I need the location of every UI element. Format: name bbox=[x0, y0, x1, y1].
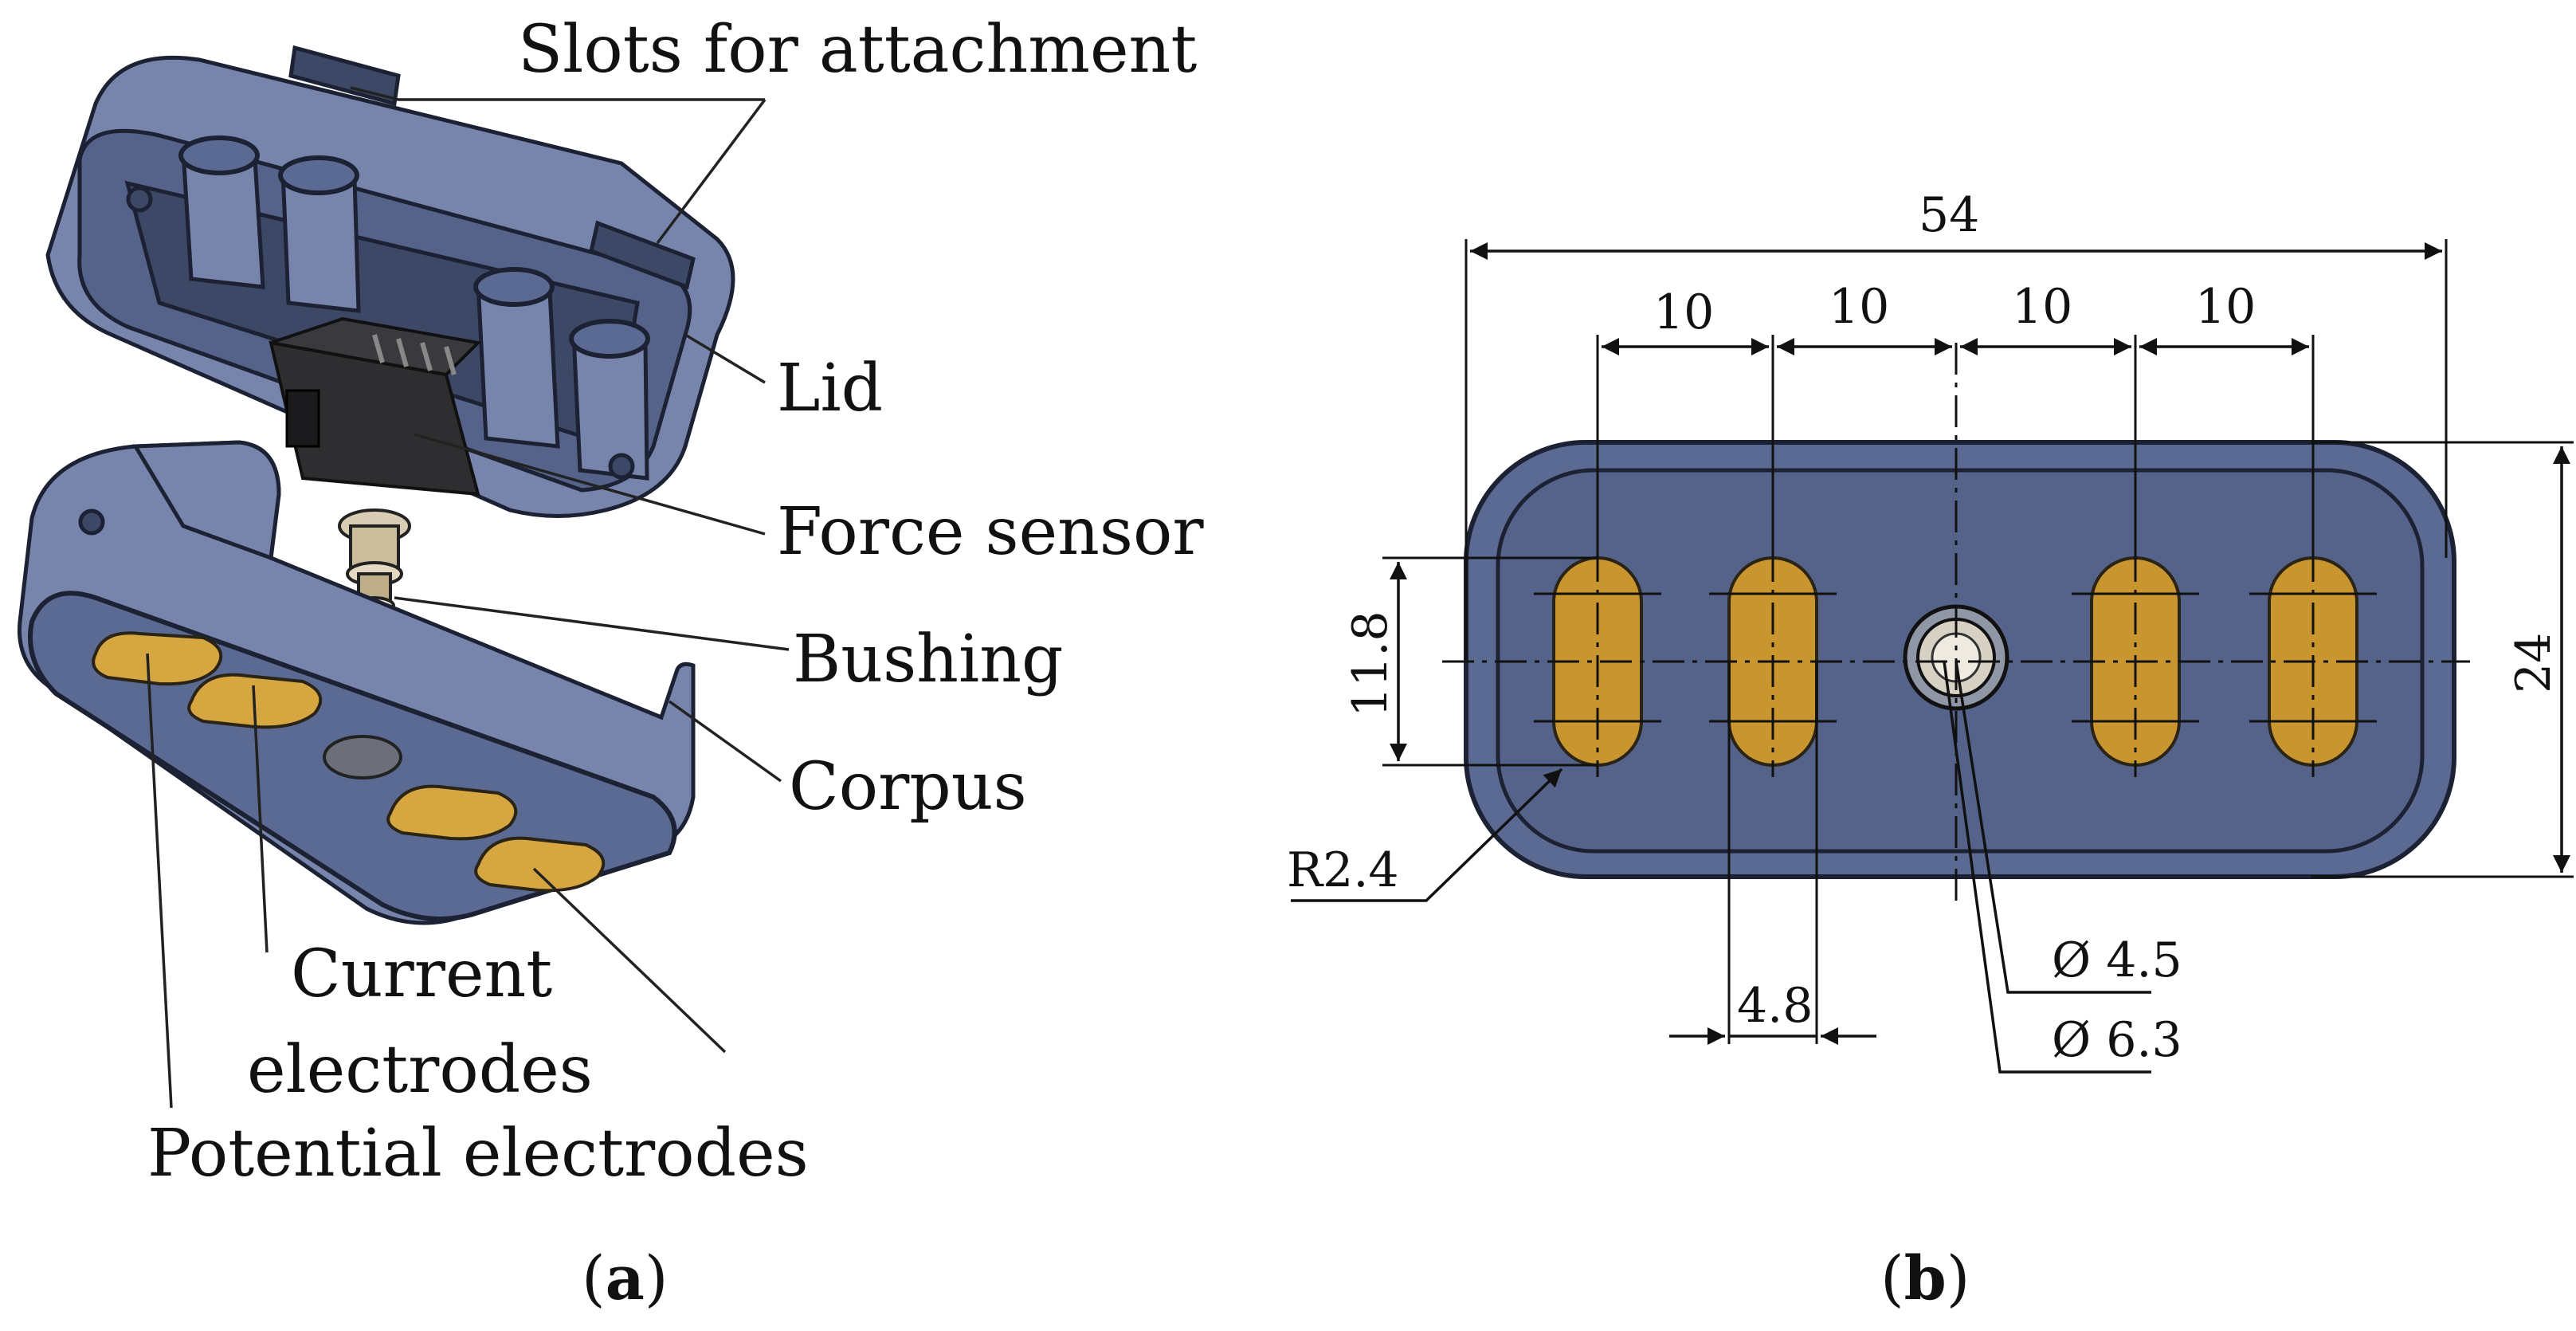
dim-electrode-width: 4.8 bbox=[1737, 978, 1813, 1034]
callout-bushing: Bushing bbox=[793, 622, 1064, 697]
dim-overall-width: 24 bbox=[2506, 633, 2562, 693]
callout-force-sensor: Force sensor bbox=[777, 494, 1204, 570]
panel-b-drawing bbox=[1291, 239, 2574, 1074]
callout-slots: Slots for attachment bbox=[518, 12, 1197, 88]
dim-overall-length: 54 bbox=[1919, 187, 1979, 243]
callout-current-line1: Current bbox=[291, 936, 552, 1012]
dim-pitch-3: 10 bbox=[2012, 279, 2072, 335]
callout-potential: Potential electrodes bbox=[147, 1116, 809, 1192]
panel-a-callouts: Slots for attachment Lid Force sensor Bu… bbox=[147, 12, 1204, 1192]
dimension-lines bbox=[1291, 242, 2570, 1074]
dim-pitch-4: 10 bbox=[2195, 279, 2256, 335]
extension-lines bbox=[1382, 239, 2574, 1044]
lid-part bbox=[45, 45, 735, 518]
panel-a-label: (a) bbox=[582, 1243, 669, 1313]
dim-radius: R2.4 bbox=[1287, 842, 1399, 898]
dim-hole-small: Ø 4.5 bbox=[2052, 932, 2182, 988]
dim-electrode-length: 11.8 bbox=[1343, 611, 1398, 717]
callout-lid: Lid bbox=[777, 351, 883, 426]
callout-current-line2: electrodes bbox=[247, 1032, 593, 1108]
dim-pitch-1: 10 bbox=[1653, 285, 1714, 340]
dim-pitch-2: 10 bbox=[1829, 279, 1889, 335]
dim-hole-large: Ø 6.3 bbox=[2052, 1012, 2182, 1068]
callout-corpus: Corpus bbox=[789, 749, 1027, 825]
panel-b-dimension-labels: 54 10 10 10 10 11.8 24 R2.4 4.8 Ø 4.5 Ø … bbox=[1287, 187, 2562, 1068]
panel-b-label: (b) bbox=[1880, 1243, 1970, 1313]
panel-a-drawing bbox=[17, 45, 790, 1109]
panel-a-leaders bbox=[146, 86, 790, 1109]
corpus-part bbox=[17, 440, 696, 925]
